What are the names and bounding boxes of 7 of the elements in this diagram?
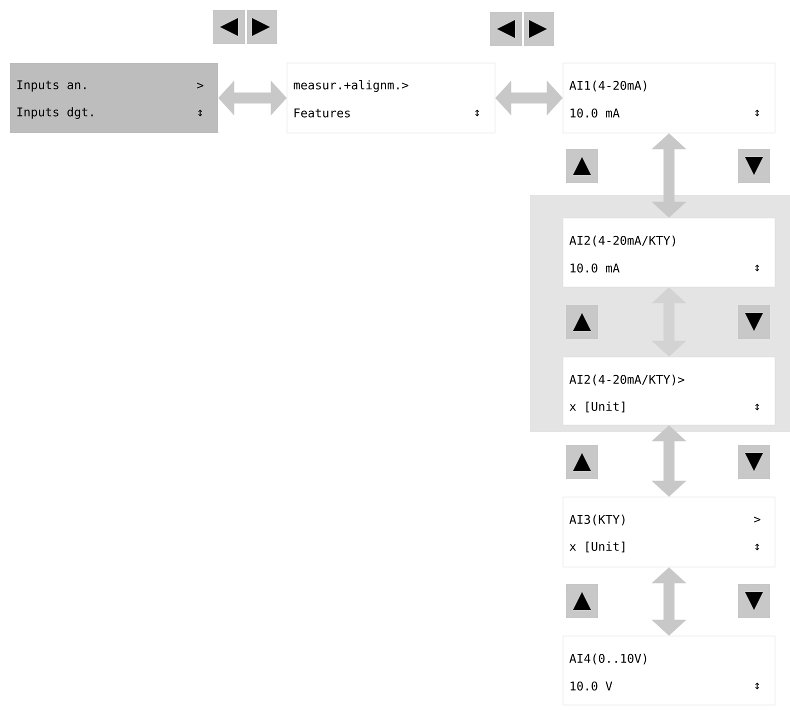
display-box: AI2(4-20mA/KTY) 10.0 mA ↕	[562, 218, 776, 288]
display-box: AI2(4-20mA/KTY)> x [Unit] ↕	[562, 356, 776, 426]
menu-box: Inputs an. > Inputs dgt. ↕	[10, 63, 218, 133]
display-box: AI1(4-20mA) 10.0 mA ↕	[562, 62, 776, 134]
display-box: AI3(KTY) > x [Unit] ↕	[562, 496, 776, 568]
display-box: measur.+alignm.> Features ↕	[286, 62, 496, 134]
display-box: AI4(0..10V) 10.0 V ↕	[562, 636, 776, 706]
